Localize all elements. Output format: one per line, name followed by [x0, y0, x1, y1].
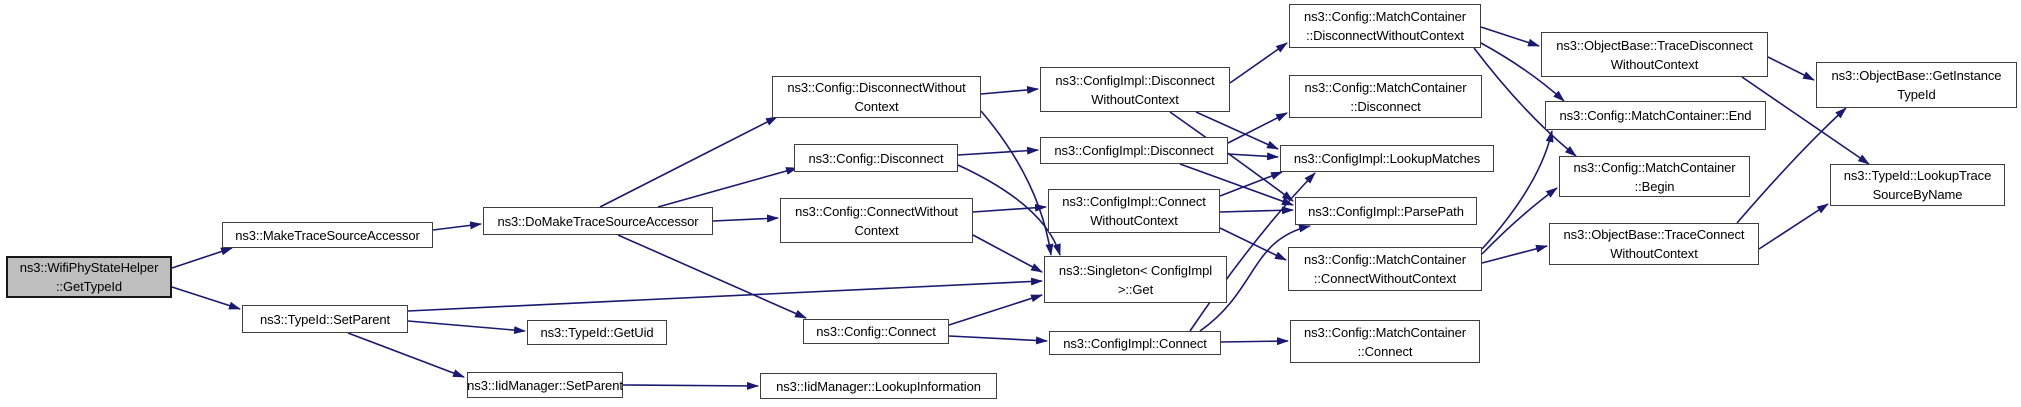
edge-match-container-connect-without-context-to-object-base-trace-connect-without-context	[1481, 244, 1548, 264]
edge-match-container-connect-without-context-to-match-container-end	[1481, 130, 1554, 250]
edge-iid-manager-set-parent-to-iid-manager-lookup-information	[622, 381, 759, 390]
edge-object-base-trace-connect-without-context-to-object-base-get-instance-type-id	[1736, 107, 1847, 224]
node-config-impl-disconnect-without-context[interactable]: ns3::ConfigImpl::Disconnect WithoutConte…	[1040, 67, 1230, 112]
edge-config-impl-disconnect-to-config-impl-parse-path	[1179, 163, 1294, 206]
edge-config-impl-connect-to-config-impl-lookup-matches	[1189, 172, 1316, 332]
edge-object-base-trace-disconnect-without-context-to-object-base-get-instance-type-id	[1767, 56, 1815, 81]
node-config-disconnect[interactable]: ns3::Config::Disconnect	[794, 144, 958, 172]
edge-config-connect-without-context-to-config-impl-connect-without-context	[972, 203, 1047, 213]
edge-match-container-disconnect-without-context-to-match-container-begin	[1473, 47, 1577, 157]
edge-do-make-trace-source-accessor-to-config-disconnect	[657, 167, 798, 208]
edge-config-impl-disconnect-without-context-to-config-impl-lookup-matches	[1195, 111, 1279, 150]
node-match-container-disconnect[interactable]: ns3::Config::MatchContainer ::Disconnect	[1289, 75, 1482, 118]
edge-config-impl-disconnect-to-config-impl-lookup-matches	[1227, 152, 1279, 161]
node-type-id-set-parent[interactable]: ns3::TypeId::SetParent	[242, 305, 408, 333]
node-config-impl-lookup-matches[interactable]: ns3::ConfigImpl::LookupMatches	[1280, 145, 1494, 172]
edge-match-container-connect-without-context-to-match-container-begin	[1481, 187, 1558, 255]
edge-make-trace-source-accessor-to-do-make-trace-source-accessor	[432, 221, 482, 231]
node-make-trace-source-accessor[interactable]: ns3::MakeTraceSourceAccessor	[222, 222, 433, 248]
edge-config-connect-to-config-impl-connect	[948, 335, 1048, 345]
node-config-connect-without-context[interactable]: ns3::Config::ConnectWithout Context	[780, 198, 973, 243]
node-config-impl-connect[interactable]: ns3::ConfigImpl::Connect	[1049, 331, 1221, 355]
node-type-id-get-uid[interactable]: ns3::TypeId::GetUid	[527, 320, 667, 345]
edge-config-connect-without-context-to-singleton-config-impl-get	[972, 234, 1043, 273]
edge-config-impl-disconnect-without-context-to-config-impl-parse-path	[1169, 111, 1294, 202]
node-object-base-get-instance-type-id[interactable]: ns3::ObjectBase::GetInstance TypeId	[1816, 62, 2017, 108]
edge-do-make-trace-source-accessor-to-config-disconnect-without-context	[599, 116, 778, 208]
edge-type-id-set-parent-to-iid-manager-set-parent	[347, 332, 465, 378]
node-config-impl-parse-path[interactable]: ns3::ConfigImpl::ParsePath	[1295, 197, 1477, 225]
node-object-base-trace-disconnect-without-context[interactable]: ns3::ObjectBase::TraceDisconnect Without…	[1541, 32, 1768, 77]
edge-config-impl-disconnect-without-context-to-match-container-disconnect-without-context	[1229, 42, 1288, 84]
edge-config-disconnect-to-config-impl-disconnect	[957, 146, 1039, 156]
node-config-impl-disconnect[interactable]: ns3::ConfigImpl::Disconnect	[1040, 137, 1228, 164]
node-config-disconnect-without-context[interactable]: ns3::Config::DisconnectWithout Context	[772, 76, 981, 118]
edge-type-id-set-parent-to-singleton-config-impl-get	[407, 277, 1043, 312]
edge-config-disconnect-without-context-to-config-impl-disconnect-without-context	[980, 85, 1039, 95]
edge-object-base-trace-disconnect-without-context-to-type-id-lookup-trace-source-by-name	[1741, 76, 1870, 165]
node-match-container-disconnect-without-context[interactable]: ns3::Config::MatchContainer ::Disconnect…	[1289, 4, 1481, 48]
node-match-container-begin[interactable]: ns3::Config::MatchContainer ::Begin	[1559, 156, 1750, 197]
edge-match-container-disconnect-without-context-to-object-base-trace-disconnect-without-context	[1480, 26, 1540, 47]
edge-wifi-phy-state-helper-get-type-id-to-type-id-set-parent	[171, 286, 241, 310]
edge-config-impl-disconnect-to-match-container-disconnect	[1227, 112, 1288, 144]
node-match-container-connect[interactable]: ns3::Config::MatchContainer ::Connect	[1290, 320, 1480, 363]
edge-do-make-trace-source-accessor-to-config-connect-without-context	[712, 214, 779, 223]
node-iid-manager-set-parent[interactable]: ns3::IidManager::SetParent	[467, 372, 623, 398]
node-match-container-connect-without-context[interactable]: ns3::Config::MatchContainer ::ConnectWit…	[1288, 247, 1482, 291]
edge-do-make-trace-source-accessor-to-config-connect	[617, 234, 807, 319]
node-iid-manager-lookup-information[interactable]: ns3::IidManager::LookupInformation	[760, 373, 997, 399]
node-do-make-trace-source-accessor[interactable]: ns3::DoMakeTraceSourceAccessor	[483, 207, 713, 235]
node-match-container-end[interactable]: ns3::Config::MatchContainer::End	[1545, 101, 1766, 130]
edge-type-id-set-parent-to-type-id-get-uid	[407, 320, 526, 335]
edge-config-impl-connect-to-config-impl-parse-path	[1199, 224, 1311, 332]
node-config-connect[interactable]: ns3::Config::Connect	[803, 319, 949, 344]
edge-config-connect-to-singleton-config-impl-get	[948, 294, 1043, 326]
edge-wifi-phy-state-helper-get-type-id-to-make-trace-source-accessor	[171, 247, 233, 269]
node-type-id-lookup-trace-source-by-name[interactable]: ns3::TypeId::LookupTrace SourceByName	[1830, 164, 2005, 206]
edge-config-disconnect-without-context-to-singleton-config-impl-get	[980, 110, 1054, 256]
edge-config-impl-connect-without-context-to-config-impl-lookup-matches	[1219, 171, 1283, 197]
node-object-base-trace-connect-without-context[interactable]: ns3::ObjectBase::TraceConnect WithoutCon…	[1549, 223, 1759, 265]
edge-object-base-trace-connect-without-context-to-type-id-lookup-trace-source-by-name	[1758, 203, 1829, 250]
node-config-impl-connect-without-context[interactable]: ns3::ConfigImpl::Connect WithoutContext	[1048, 189, 1220, 233]
node-singleton-config-impl-get[interactable]: ns3::Singleton< ConfigImpl >::Get	[1044, 256, 1227, 303]
edge-match-container-disconnect-without-context-to-match-container-end	[1480, 42, 1565, 102]
node-wifi-phy-state-helper-get-type-id: ns3::WifiPhyStateHelper ::GetTypeId	[6, 256, 172, 298]
edge-config-impl-connect-to-match-container-connect	[1220, 337, 1289, 346]
